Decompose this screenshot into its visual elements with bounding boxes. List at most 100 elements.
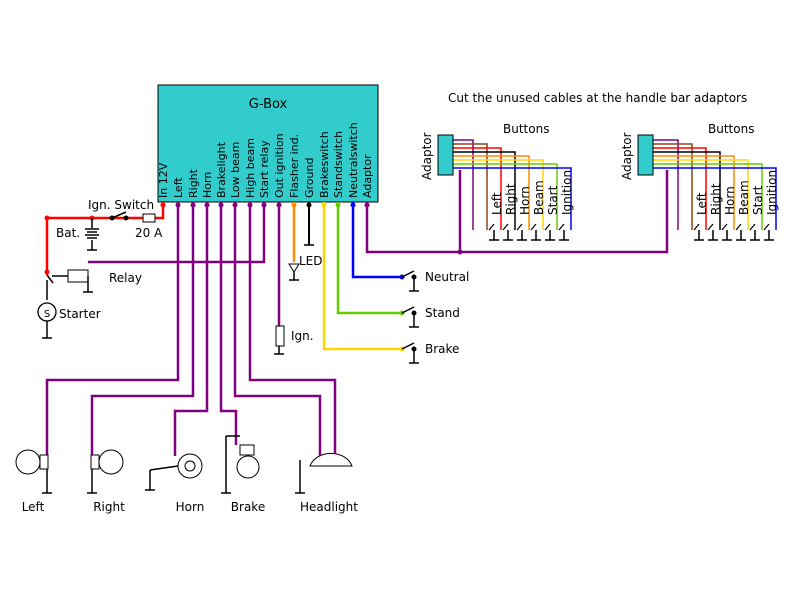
ign-switch-label: Ign. Switch [88,198,154,212]
neutral-switch-label: Neutral [425,270,469,284]
button-contact [721,223,728,231]
horn-inner [184,460,196,472]
junction-dot [190,202,196,208]
gbox-pin-label: Flasher ind. [288,134,301,198]
adaptor-2-buttons-title: Buttons [708,122,754,136]
adaptor-2-connector [637,134,654,176]
switch-contact [401,306,415,314]
brake-switch-label: Brake [425,342,459,356]
brakeswitch-wire [322,202,400,351]
button-contact [488,223,495,231]
ign-label: Ign. [291,329,314,343]
adaptor-cable [653,147,707,230]
adaptor-2-button-label: Right [709,183,723,215]
highbeam-wire [248,202,337,456]
gbox-pin-label: In 12V [157,162,170,198]
load-headlight-label: Headlight [300,500,358,514]
relay-contact [46,274,54,284]
brake-lamp-icon [236,455,260,479]
relay-icon [67,269,89,283]
gbox-pin-label: Horn [201,172,214,198]
adaptor-2-button-label: Start [751,185,765,215]
adaptor-1-button-label: Horn [518,186,532,215]
gbox-pin-label: Standswitch [332,131,345,198]
adaptor-cable [453,151,516,230]
adaptor-1-button-label: Right [504,183,518,215]
junction-dot [232,202,238,208]
adaptor-cable [453,155,530,230]
junction-dot [364,202,370,208]
button-contact [544,223,551,231]
brakelight-wire [219,202,238,445]
adaptor-1-button-label: Start [546,185,560,215]
adaptor-cable [453,167,572,230]
adaptor-bus [365,170,669,254]
gbox-pin-label: Brakeswitch [318,131,331,198]
gbox-pin-label: Brakelight [215,141,228,198]
load-horn-label: Horn [176,500,205,514]
starter-symbol: S [44,309,50,320]
gbox-pin-label: High beam [244,138,257,198]
adaptor-2-button-label: Left [695,192,709,215]
line [149,465,179,471]
gbox-pin-label: Adaptor [361,154,374,198]
start-relay-wire [88,202,266,264]
neutralswitch-wire [351,202,400,279]
junction-dot [321,202,327,208]
junction-dot [335,202,341,208]
button-contact [749,223,756,231]
gbox-pin-label: Right [187,168,200,198]
right-lamp-icon [98,449,124,475]
adaptor-2-button-label: Beam [737,180,751,215]
battery-label: Bat. [56,226,80,240]
led-label: LED [299,254,323,268]
junction-dot [160,202,166,208]
button-contact [516,223,523,231]
starter-label: Starter [59,307,101,321]
adaptor-1-connector [437,134,454,176]
junction-dot [44,215,50,221]
left-lamp-icon [15,449,41,475]
adaptor-cable [453,147,502,230]
gbox [157,84,379,203]
ign-indicator-icon [275,325,285,347]
adaptor-2-button-label: Horn [723,186,737,215]
load-brake-label: Brake [231,500,265,514]
adaptor-1-button-label: Ignition [560,170,574,215]
relay-label: Relay [109,271,142,285]
adaptor-cable [653,159,749,230]
gbox-title: G-Box [249,97,288,112]
adaptor-cable [453,143,488,230]
led-icon [288,263,300,273]
load-right-label: Right [93,500,125,514]
load-left-label: Left [22,500,45,514]
right-lamp-socket [90,454,100,470]
gbox-pin-label: Ground [303,158,316,198]
lowbeam-wire [233,202,322,456]
brake-lamp-socket [239,444,255,456]
adaptor-cable [453,139,474,230]
junction-dot [291,202,297,208]
fuse-label: 20 A [135,226,163,240]
junction-dot [276,202,282,208]
junction-dot [306,202,312,208]
adaptor-2-button-label: Ignition [765,170,779,215]
right-wire [90,202,195,456]
junction-dot [109,215,115,221]
junction-dot [204,202,210,208]
junction-dot [175,202,181,208]
adaptor-2-label: Adaptor [620,132,634,180]
left-lamp-socket [39,454,49,470]
adaptor-2-button-labels: Left Right Horn Beam Start Ignition [695,170,779,215]
switch-contact [401,270,415,278]
button-contact [763,223,770,231]
left-wire [45,202,180,456]
junction-dot [457,249,463,255]
adaptor-1-button-label: Beam [532,180,546,215]
gbox-pin-label: Out ignition [273,133,286,198]
button-contact [707,223,714,231]
junction-dot [247,202,253,208]
adaptor-cable [453,163,558,230]
adaptor-1-button-labels: Left Right Horn Beam Start Ignition [490,170,574,215]
button-contact [558,223,565,231]
